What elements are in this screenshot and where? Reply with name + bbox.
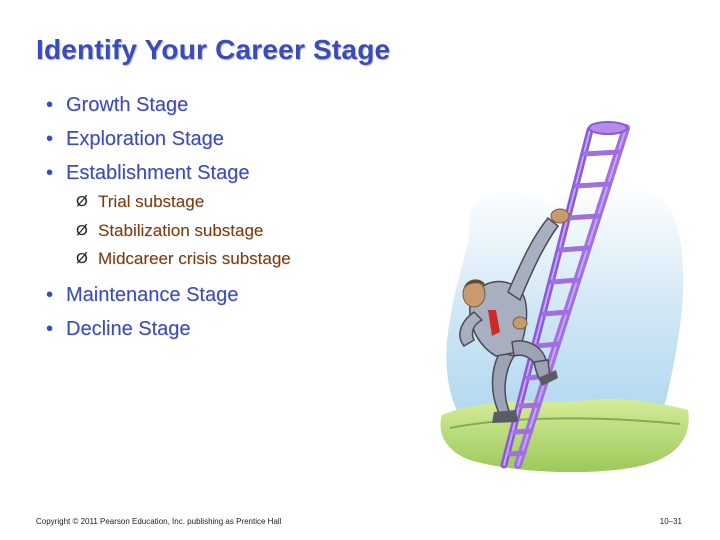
bullet-label: Exploration Stage [66,128,224,150]
bullet-item: • Growth Stage [44,88,249,122]
bullet-icon: • [46,94,54,116]
bullet-icon: • [46,318,54,340]
substage-label: Midcareer crisis substage [98,249,291,268]
bullet-icon: • [46,162,54,184]
bullet-item: • Exploration Stage [44,122,249,156]
slide-title: Identify Your Career Stage [36,34,391,65]
ladder [500,121,630,469]
arrow-bullet-icon: Ø [76,221,88,239]
substage-item: Ø Midcareer crisis substage [76,245,291,274]
bullet-list-top: • Growth Stage • Exploration Stage • Establ… [44,88,249,190]
businessman [459,208,570,423]
bullet-item: • Decline Stage [44,312,238,346]
bullet-icon: • [46,284,54,306]
bullet-icon: • [46,128,54,150]
substage-item: Ø Stabilization substage [76,217,291,246]
substage-item: Ø Trial substage [76,188,291,217]
businessman-climbing-ladder-icon [440,121,689,473]
bullet-label: Maintenance Stage [66,284,239,306]
page-number: 10–31 [659,517,682,526]
bullet-label: Decline Stage [66,318,191,340]
substage-label: Trial substage [98,192,205,211]
substage-label: Stabilization substage [98,220,264,240]
bullet-label: Establishment Stage [66,162,250,184]
bullet-item: • Maintenance Stage [44,278,238,312]
ground [440,399,689,473]
arrow-bullet-icon: Ø [76,250,88,267]
bullet-item: • Establishment Stage [44,156,249,190]
bullet-label: Growth Stage [66,94,189,116]
arrow-bullet-icon: Ø [76,193,88,210]
bullet-list-bottom: • Maintenance Stage • Decline Stage [44,278,238,346]
copyright-text: Copyright © 2011 Pearson Education, Inc.… [36,517,282,526]
